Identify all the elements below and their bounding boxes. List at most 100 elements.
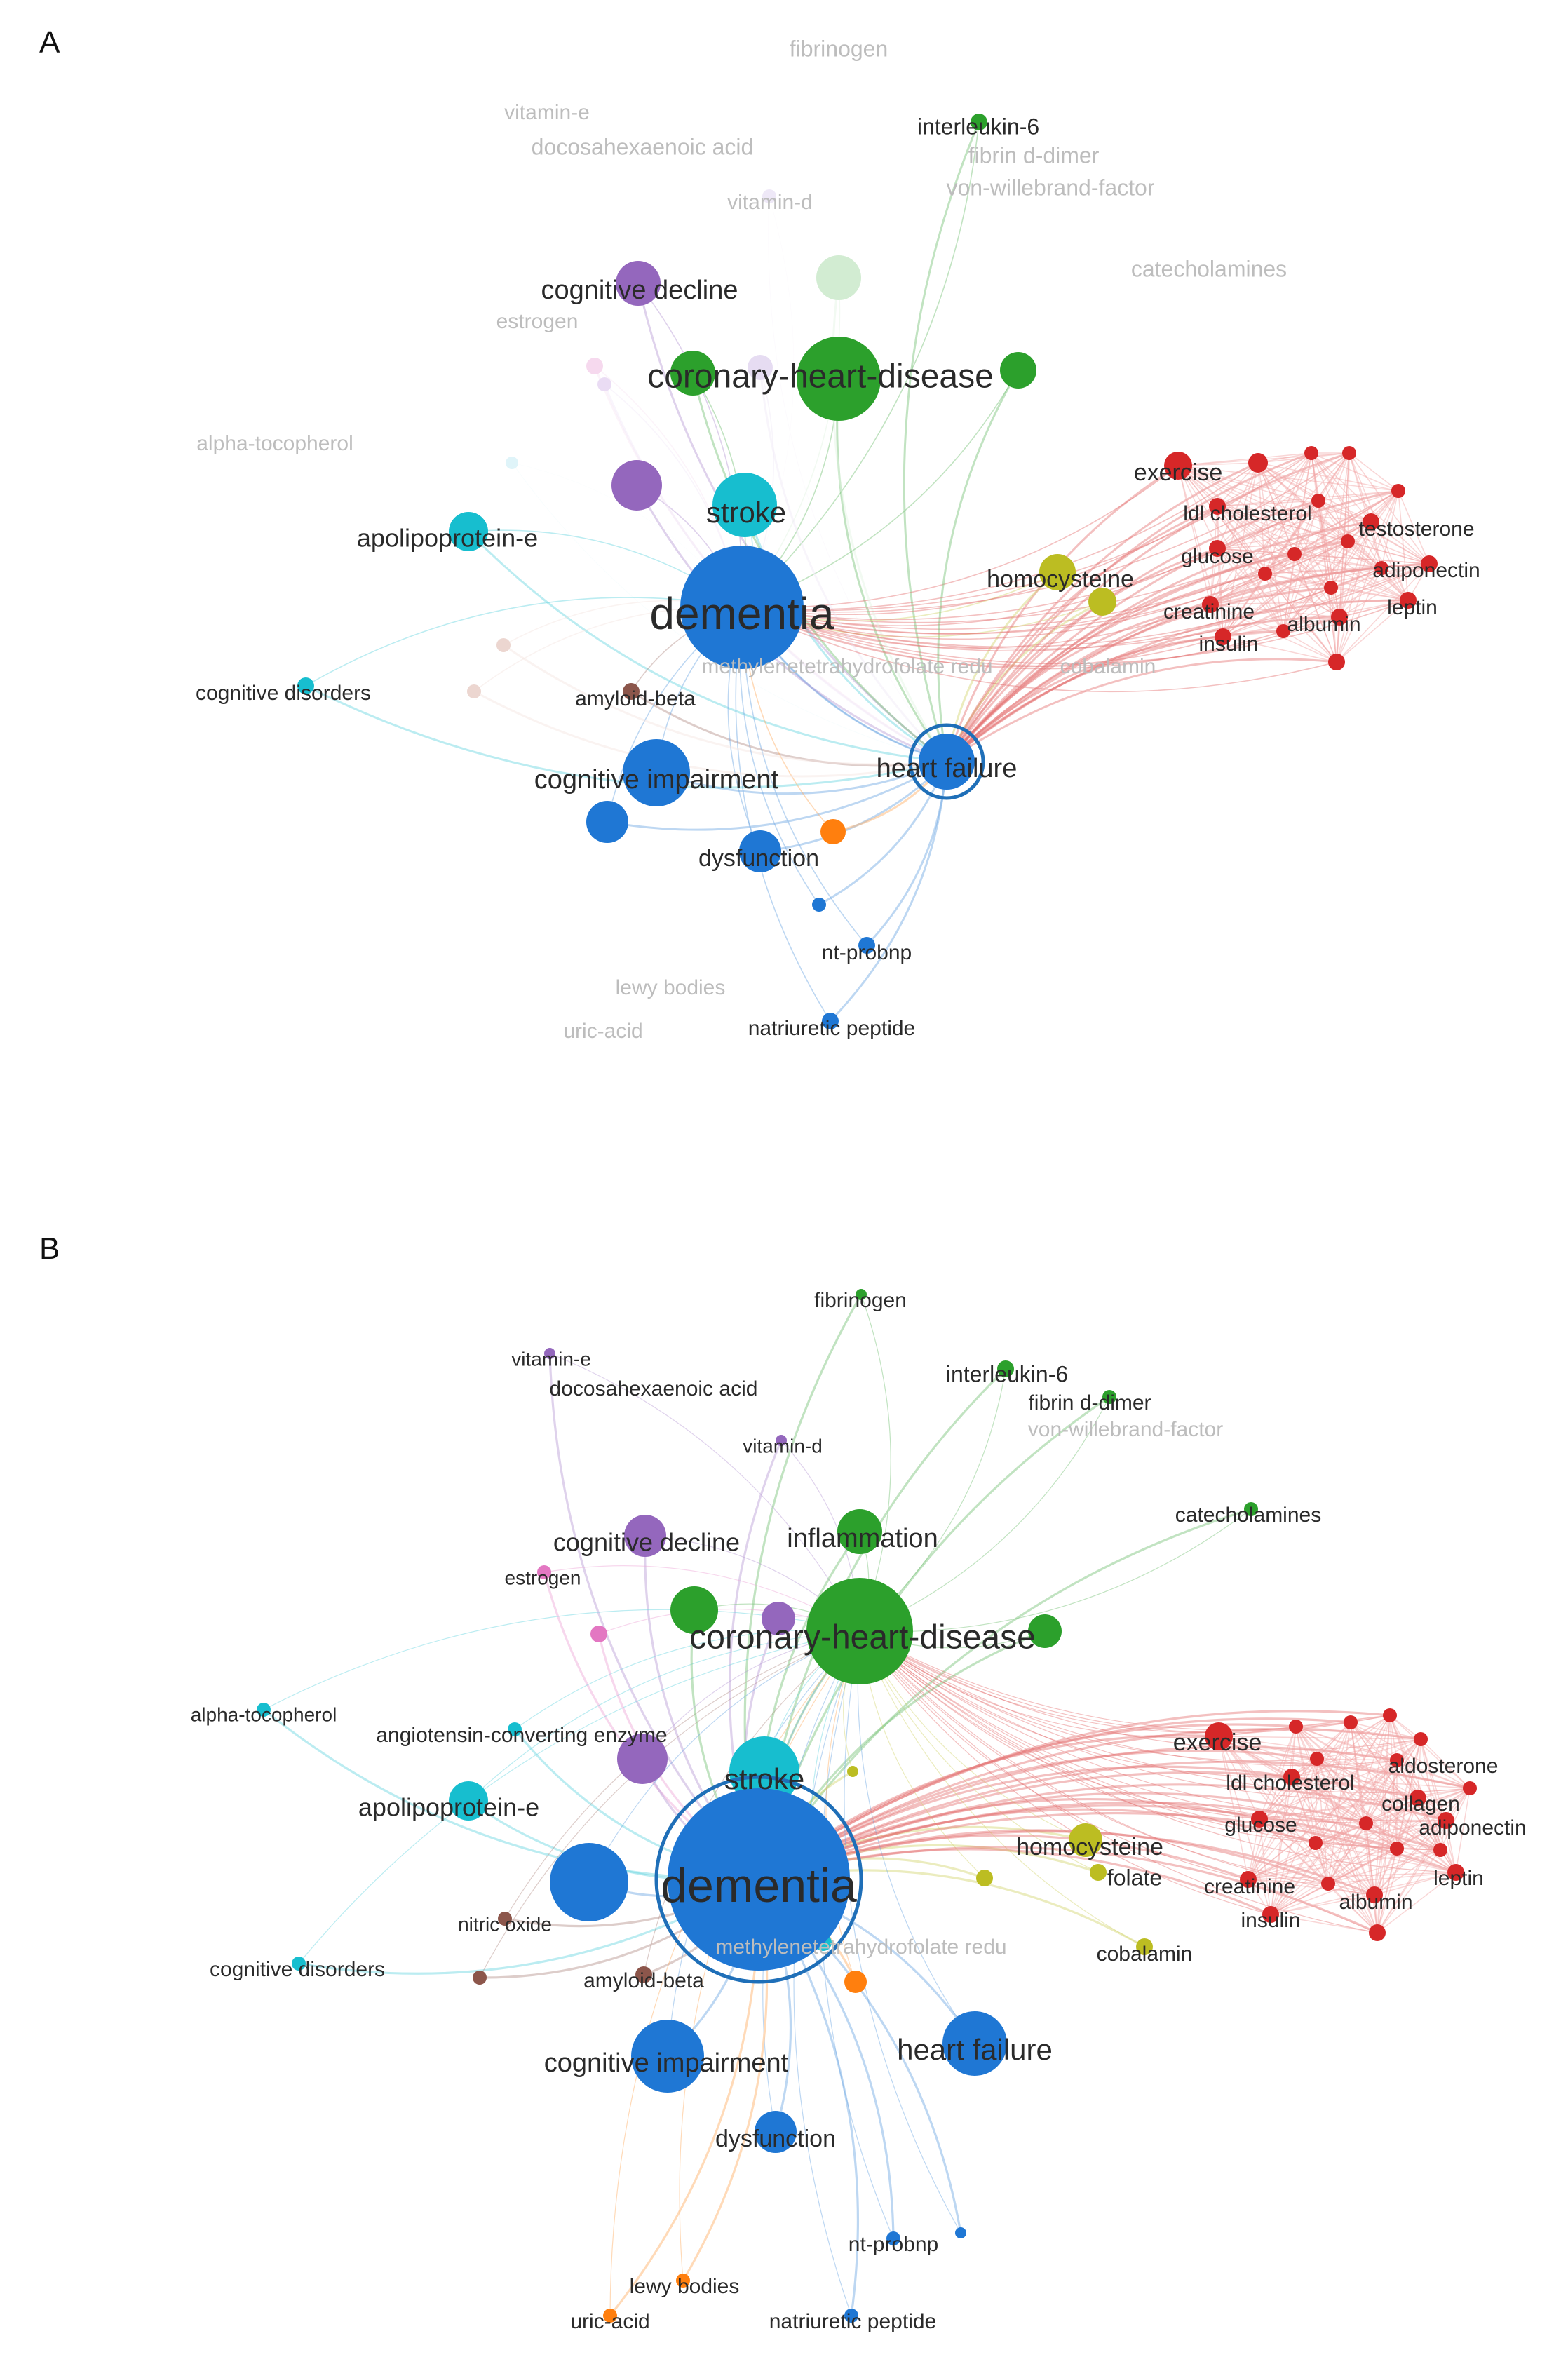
edge	[945, 553, 1295, 762]
edge	[1315, 1842, 1457, 1873]
edge	[1294, 553, 1332, 588]
node-dementia	[668, 1788, 850, 1971]
label-natriuretic-peptide: natriuretic peptide	[769, 2310, 936, 2333]
edge	[741, 462, 1259, 611]
edge	[903, 121, 980, 762]
label-lewy-bodies: lewy bodies	[616, 976, 726, 999]
edge	[859, 1630, 1318, 1762]
edge	[1177, 465, 1399, 492]
edge	[1217, 506, 1382, 569]
edge	[1420, 1738, 1471, 1789]
labels: fibrinogenvitamin-einterleukin-6docosahe…	[196, 36, 1480, 1042]
node-interleukin-6	[997, 1360, 1014, 1377]
label-dysfunction: dysfunction	[698, 845, 819, 872]
edge	[793, 1630, 860, 2316]
label-amyloid-beta: amyloid-beta	[575, 687, 696, 710]
edge	[1217, 548, 1284, 632]
edge	[1248, 1788, 1471, 1880]
edge	[1177, 465, 1319, 501]
node-coronary-heart-disease	[797, 337, 881, 421]
edge	[1177, 465, 1337, 663]
node	[1344, 1715, 1358, 1729]
edge	[1330, 567, 1382, 588]
node-dysfunction	[739, 830, 781, 872]
nodes	[297, 114, 1438, 1029]
edge	[1218, 1736, 1378, 1933]
edge	[1210, 452, 1312, 605]
edge	[1374, 1788, 1471, 1896]
edge	[1315, 1715, 1391, 1844]
edge	[1318, 500, 1409, 601]
edge	[1377, 1738, 1421, 1933]
edge	[1259, 1818, 1375, 1896]
edge	[1270, 1722, 1351, 1915]
label-fibrin-d-dimer: fibrin d-dimer	[968, 142, 1100, 168]
node	[976, 1870, 993, 1886]
edge	[1389, 1715, 1419, 1799]
edge	[859, 1630, 1447, 1822]
edge	[1350, 1722, 1471, 1789]
edge	[1349, 452, 1382, 569]
edge	[1295, 1715, 1391, 1727]
edge	[945, 567, 1382, 763]
node	[1248, 453, 1268, 473]
node-natriuretic-peptide	[822, 1013, 839, 1029]
edge	[1396, 1848, 1457, 1873]
edge	[1294, 541, 1349, 555]
edge	[758, 1783, 1447, 1881]
edge	[1257, 462, 1319, 501]
label-stroke: stroke	[724, 1762, 804, 1795]
node-interleukin-6	[971, 114, 987, 130]
label-adiponectin: adiponectin	[1419, 1816, 1526, 1839]
edge	[656, 760, 947, 795]
edge	[741, 500, 1319, 621]
edge	[1291, 1776, 1398, 1849]
label-fibrin-d-dimer: fibrin d-dimer	[1028, 1391, 1151, 1414]
node	[467, 684, 481, 698]
node	[1304, 446, 1318, 460]
edge	[1248, 1872, 1457, 1880]
edge	[1294, 553, 1409, 601]
edge	[1318, 500, 1382, 569]
edge	[1374, 1820, 1447, 1896]
edge	[1210, 548, 1218, 605]
label-catecholamines: catecholamines	[1131, 256, 1287, 281]
node-vitamin-e	[544, 1348, 555, 1359]
edge	[1294, 553, 1430, 565]
edge	[1218, 1736, 1249, 1880]
edge	[1316, 1758, 1375, 1896]
edge	[741, 573, 1266, 640]
edge	[1327, 1872, 1457, 1884]
edge	[1218, 1736, 1457, 1873]
label-insulin: insulin	[1241, 1909, 1300, 1932]
label-uric-acid: uric-acid	[563, 1020, 642, 1043]
edge	[1365, 1820, 1447, 1824]
edge	[1318, 452, 1350, 501]
label-vitamin-e: vitamin-e	[511, 1348, 591, 1370]
edge	[1222, 630, 1284, 637]
edge	[1316, 1758, 1441, 1851]
edge	[1396, 1848, 1441, 1851]
label-glucose: glucose	[1224, 1813, 1297, 1837]
edge	[1396, 1738, 1421, 1849]
edge	[1248, 1758, 1318, 1880]
node	[617, 1734, 668, 1784]
node-alpha-tocopherol	[506, 457, 518, 469]
edge	[1365, 1823, 1375, 1896]
edge	[1283, 452, 1350, 632]
edge	[1374, 1849, 1441, 1896]
edge	[1283, 521, 1372, 632]
edge	[1316, 1722, 1351, 1760]
node-heart-failure	[942, 2011, 1007, 2076]
node-cognitive-impairment	[623, 739, 690, 806]
edge	[741, 607, 1224, 668]
edge	[1283, 541, 1349, 632]
edge	[1349, 452, 1399, 492]
edge	[859, 1508, 1252, 1633]
edge	[1318, 500, 1372, 522]
edge	[1248, 1820, 1447, 1880]
edge	[1316, 1758, 1367, 1824]
edge	[1318, 500, 1340, 618]
edge	[1291, 1722, 1351, 1778]
edge	[1295, 1726, 1316, 1844]
